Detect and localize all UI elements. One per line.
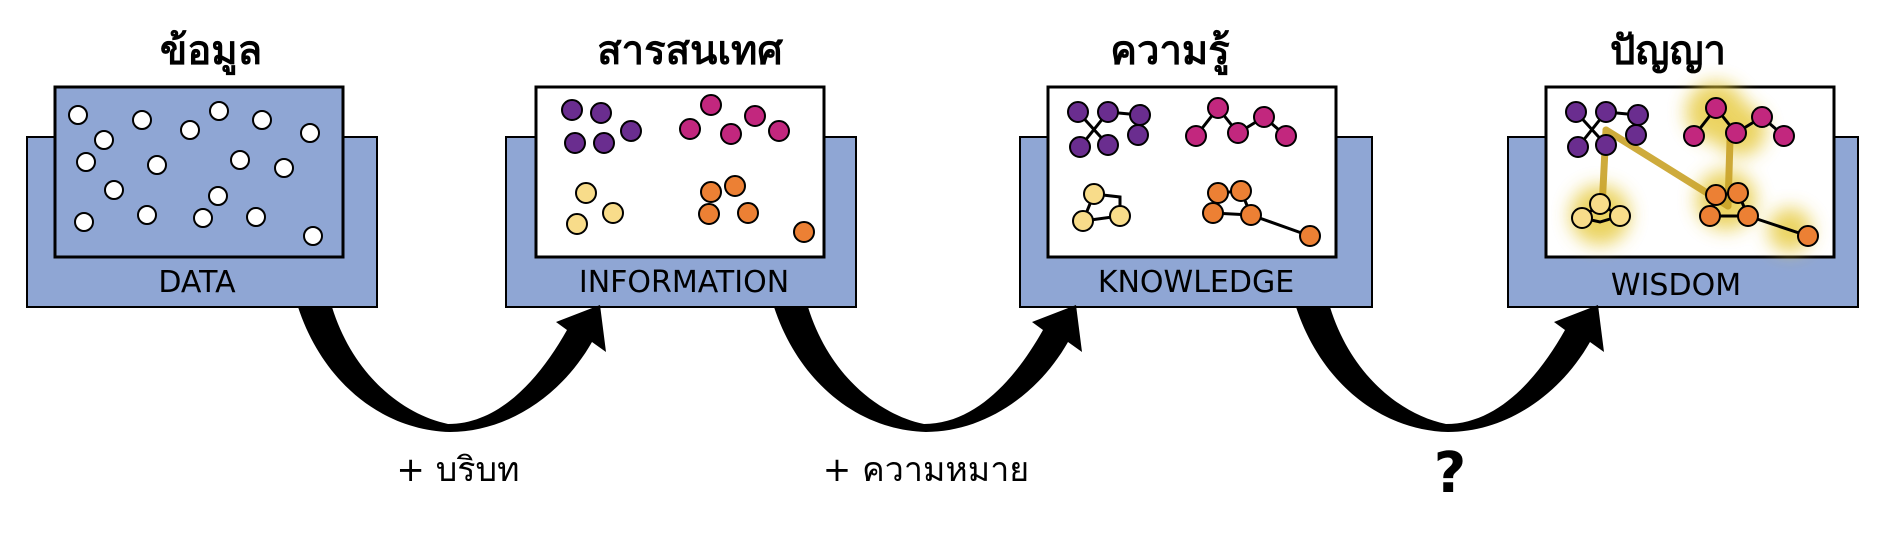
yellow-point <box>1083 183 1105 205</box>
yellow-point <box>575 182 597 204</box>
knowledge-dots <box>1067 97 1321 247</box>
magenta-point <box>1751 106 1773 128</box>
purple-point <box>590 102 612 124</box>
information-dots <box>561 94 815 243</box>
orange-point <box>737 202 759 224</box>
data-point <box>209 101 229 121</box>
data-dots <box>68 101 323 246</box>
stage-knowledge-title: ความรู้ <box>1110 28 1230 75</box>
magenta-point <box>1227 122 1249 144</box>
data-point <box>132 110 152 130</box>
magenta-point <box>1207 97 1229 119</box>
magenta-point <box>679 118 701 140</box>
magenta-point <box>1253 106 1275 128</box>
data-point <box>252 110 272 130</box>
orange-point <box>1230 180 1252 202</box>
stage-information-label: INFORMATION <box>579 265 789 300</box>
stage-data: ข้อมูล DATA <box>26 28 378 308</box>
data-point <box>137 205 157 225</box>
magenta-point <box>744 105 766 127</box>
yellow-point <box>1589 193 1611 215</box>
transition-label-meaning: + ความหมาย <box>823 450 1029 490</box>
orange-point <box>1699 205 1721 227</box>
stage-knowledge-label: KNOWLEDGE <box>1098 265 1294 300</box>
orange-point <box>700 181 722 203</box>
orange-point <box>1207 182 1229 204</box>
data-point <box>193 208 213 228</box>
purple-point <box>593 132 615 154</box>
purple-point <box>564 132 586 154</box>
data-point <box>208 186 228 206</box>
purple-point <box>1567 136 1589 158</box>
yellow-point <box>602 202 624 224</box>
purple-point <box>1127 124 1149 146</box>
purple-point <box>1565 101 1587 123</box>
stage-data-title: ข้อมูล <box>160 28 262 75</box>
orange-point <box>1299 225 1321 247</box>
magenta-point <box>720 123 742 145</box>
stage-information-title: สารสนเทศ <box>597 28 783 74</box>
stage-knowledge: ความรู้ KNOWLEDGE <box>1019 28 1373 308</box>
transition-arrow-1 <box>298 305 606 432</box>
orange-point <box>698 203 720 225</box>
magenta-point <box>1725 122 1747 144</box>
data-point <box>74 212 94 232</box>
purple-point <box>1625 124 1647 146</box>
magenta-point <box>1275 125 1297 147</box>
purple-point <box>1595 134 1617 156</box>
purple-point <box>1129 104 1151 126</box>
data-point <box>94 130 114 150</box>
data-point <box>230 150 250 170</box>
purple-point <box>1097 134 1119 156</box>
orange-point <box>724 175 746 197</box>
yellow-point <box>566 213 588 235</box>
stage-wisdom: ปัญญา WISDOM <box>1507 28 1859 308</box>
stage-knowledge-box <box>1046 85 1338 259</box>
magenta-point <box>768 120 790 142</box>
data-point <box>76 152 96 172</box>
data-point <box>180 120 200 140</box>
purple-point <box>1069 136 1091 158</box>
purple-point <box>620 120 642 142</box>
orange-point <box>1797 225 1819 247</box>
data-point <box>104 180 124 200</box>
purple-point <box>1097 101 1119 123</box>
yellow-point <box>1609 205 1631 227</box>
orange-point <box>793 221 815 243</box>
yellow-point <box>1109 205 1131 227</box>
purple-point <box>1627 104 1649 126</box>
data-point <box>68 105 88 125</box>
transition-arrow-2 <box>774 305 1082 432</box>
data-point <box>246 207 266 227</box>
data-point <box>147 155 167 175</box>
transition-label-context: + บริบท <box>396 450 519 490</box>
stage-information: สารสนเทศ INFORMATION <box>505 28 857 308</box>
orange-point <box>1727 182 1749 204</box>
stage-data-box <box>53 85 345 259</box>
magenta-point <box>700 94 722 116</box>
purple-point <box>561 99 583 121</box>
orange-point <box>1202 202 1224 224</box>
yellow-point <box>1072 210 1094 232</box>
wisdom-dots <box>1565 97 1819 247</box>
orange-point <box>1737 205 1759 227</box>
magenta-point <box>1683 125 1705 147</box>
stage-wisdom-label: WISDOM <box>1611 268 1741 303</box>
purple-point <box>1595 101 1617 123</box>
orange-point <box>1705 184 1727 206</box>
magenta-point <box>1773 125 1795 147</box>
data-point <box>300 123 320 143</box>
magenta-point <box>1185 125 1207 147</box>
data-point <box>303 226 323 246</box>
stage-data-label: DATA <box>158 265 236 300</box>
stage-wisdom-title: ปัญญา <box>1610 28 1726 74</box>
transition-label-unknown: ? <box>1434 441 1466 506</box>
purple-point <box>1067 101 1089 123</box>
yellow-point <box>1571 207 1593 229</box>
data-point <box>274 158 294 178</box>
orange-point <box>1240 204 1262 226</box>
magenta-point <box>1705 97 1727 119</box>
transition-arrow-3 <box>1296 305 1604 432</box>
